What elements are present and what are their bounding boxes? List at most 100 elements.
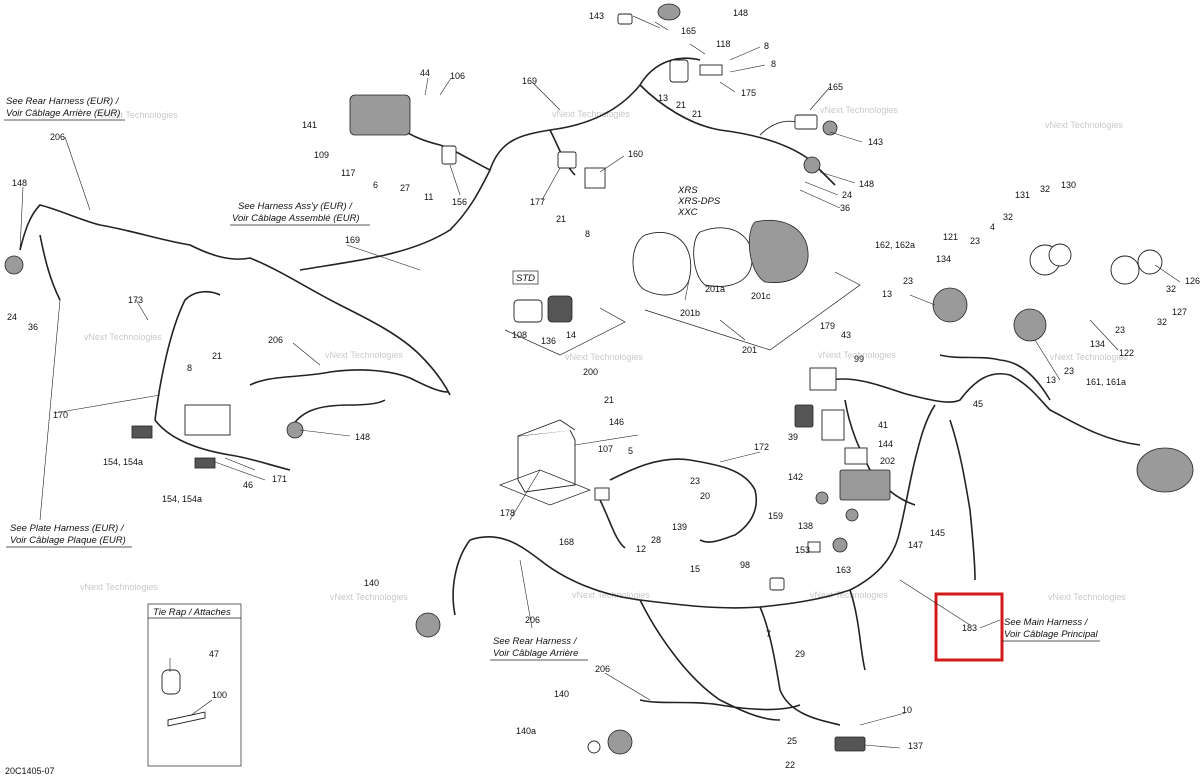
label-8[interactable]: 8 [187, 363, 192, 373]
label-147[interactable]: 147 [908, 540, 923, 550]
label-21[interactable]: 21 [556, 214, 566, 224]
relay-177[interactable] [557, 151, 577, 169]
label-159[interactable]: 159 [768, 511, 783, 521]
connector-153[interactable] [807, 541, 821, 553]
label-118[interactable]: 118 [716, 39, 730, 49]
label-25[interactable]: 25 [787, 736, 797, 746]
label-162-162a[interactable]: 162, 162a [875, 240, 915, 250]
label-32[interactable]: 32 [1166, 284, 1176, 294]
label-200[interactable]: 200 [583, 367, 598, 377]
connector-143[interactable] [617, 13, 633, 25]
label-169[interactable]: 169 [522, 76, 537, 86]
gauge-201c[interactable] [748, 219, 809, 283]
label-32[interactable]: 32 [1157, 317, 1167, 327]
label-143[interactable]: 143 [589, 11, 604, 21]
label-138[interactable]: 138 [798, 521, 813, 531]
label-140[interactable]: 140 [554, 689, 569, 699]
label-173[interactable]: 173 [128, 295, 143, 305]
headlight-161[interactable] [1013, 308, 1047, 342]
label-165[interactable]: 165 [828, 82, 843, 92]
label-122[interactable]: 122 [1119, 348, 1134, 358]
label-44[interactable]: 44 [420, 68, 430, 78]
label-21[interactable]: 21 [604, 395, 614, 405]
tie-rap-47[interactable] [161, 669, 181, 695]
connector-168[interactable] [594, 487, 610, 501]
label-201c[interactable]: 201c [751, 291, 771, 301]
label-137[interactable]: 137 [908, 741, 923, 751]
label-20[interactable]: 20 [700, 491, 710, 501]
label-154-154a[interactable]: 154, 154a [162, 494, 202, 504]
headlight-162[interactable] [932, 287, 968, 323]
connector-163[interactable] [832, 537, 848, 553]
label-100[interactable]: 100 [212, 690, 227, 700]
label-7[interactable]: 7 [766, 629, 771, 639]
module-41[interactable] [821, 409, 845, 441]
label-12[interactable]: 12 [636, 544, 646, 554]
headlight-ring-127[interactable] [1110, 255, 1140, 285]
label-148[interactable]: 148 [355, 432, 370, 442]
highlight-box-183[interactable] [934, 592, 1004, 662]
label-136[interactable]: 136 [541, 336, 556, 346]
bulb-140a[interactable] [587, 740, 601, 754]
sensor-148-left[interactable] [4, 255, 24, 275]
label-160[interactable]: 160 [628, 149, 643, 159]
label-23[interactable]: 23 [970, 236, 980, 246]
sensor-148[interactable] [803, 156, 821, 174]
connector-138[interactable] [845, 508, 859, 522]
label-206[interactable]: 206 [595, 664, 610, 674]
label-140[interactable]: 140 [364, 578, 379, 588]
label-141[interactable]: 141 [302, 120, 317, 130]
label-145[interactable]: 145 [930, 528, 945, 538]
light-140[interactable] [415, 612, 441, 638]
label-14[interactable]: 14 [566, 330, 576, 340]
label-172[interactable]: 172 [754, 442, 769, 452]
label-6[interactable]: 6 [373, 180, 378, 190]
label-8[interactable]: 8 [585, 229, 590, 239]
fuse-box-142[interactable] [839, 469, 891, 501]
label-206[interactable]: 206 [50, 132, 65, 142]
label-106[interactable]: 106 [450, 71, 465, 81]
label-144[interactable]: 144 [878, 439, 893, 449]
label-148[interactable]: 148 [12, 178, 27, 188]
headlight-ring-126[interactable] [1137, 249, 1163, 275]
label-23[interactable]: 23 [690, 476, 700, 486]
label-27[interactable]: 27 [400, 183, 410, 193]
label-143[interactable]: 143 [868, 137, 883, 147]
label-23[interactable]: 23 [1064, 366, 1074, 376]
label-23[interactable]: 23 [1115, 325, 1125, 335]
label-24[interactable]: 24 [7, 312, 17, 322]
label-29[interactable]: 29 [795, 649, 805, 659]
relay-118[interactable] [669, 59, 689, 83]
label-183[interactable]: 183 [962, 623, 977, 633]
label-32[interactable]: 32 [1003, 212, 1013, 222]
relay-39[interactable] [794, 404, 814, 428]
label-21[interactable]: 21 [692, 109, 702, 119]
label-148[interactable]: 148 [859, 179, 874, 189]
label-156[interactable]: 156 [452, 197, 467, 207]
label-177[interactable]: 177 [530, 197, 545, 207]
label-10[interactable]: 10 [902, 705, 912, 715]
bracket-175[interactable] [699, 64, 723, 76]
label-175[interactable]: 175 [741, 88, 756, 98]
label-201a[interactable]: 201a [705, 284, 725, 294]
tie-rap-100[interactable] [167, 711, 206, 727]
label-108[interactable]: 108 [512, 330, 527, 340]
gauge-lens-201a[interactable] [693, 227, 753, 287]
fuse-156[interactable] [441, 145, 457, 165]
label-126[interactable]: 126 [1185, 276, 1200, 286]
label-45[interactable]: 45 [973, 399, 983, 409]
bracket-160[interactable] [584, 167, 606, 189]
label-153[interactable]: 153 [795, 545, 810, 555]
label-154-154a[interactable]: 154, 154a [103, 457, 143, 467]
label-206[interactable]: 206 [268, 335, 283, 345]
module-137[interactable] [834, 736, 866, 752]
label-163[interactable]: 163 [836, 565, 851, 575]
connector-165[interactable] [794, 114, 818, 130]
label-98[interactable]: 98 [740, 560, 750, 570]
light-140-lower[interactable] [607, 729, 633, 755]
label-4[interactable]: 4 [990, 222, 995, 232]
label-8[interactable]: 8 [764, 41, 769, 51]
headlight-assembly-right[interactable] [1136, 447, 1194, 493]
label-99[interactable]: 99 [854, 354, 864, 364]
label-169[interactable]: 169 [345, 235, 360, 245]
